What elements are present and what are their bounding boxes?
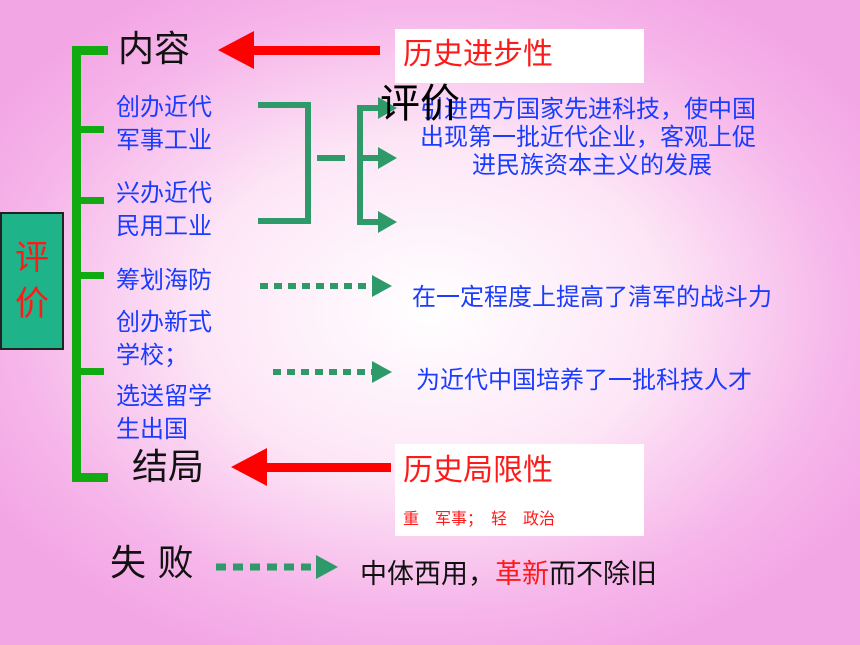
industry-result-line: 出现第一批近代企业，客观上促 (420, 123, 756, 151)
content-heading: 内容 (118, 29, 191, 70)
progress-title: 历史进步性 (403, 37, 553, 72)
dotted-arrow-defense (260, 275, 392, 297)
list-item-new-schools: 创办新式 学校； (116, 308, 212, 369)
limit-box: 历史局限性 重 军事； 轻 政治 (395, 444, 644, 536)
outcome-heading: 结局 (132, 447, 205, 488)
education-result: 为近代中国培养了一批科技人才 (416, 366, 752, 394)
list-item-civil-industry: 兴办近代 民用工业 (116, 179, 212, 240)
side-label-char: 评 (15, 238, 49, 278)
side-label-char: 价 (15, 284, 49, 324)
list-item-study-abroad: 选送留学 生出国 (116, 382, 212, 443)
list-item-military-industry: 创办近代 军事工业 (116, 93, 212, 154)
failure-text: 中体西用，革新而不除旧 (360, 559, 657, 590)
main-bracket (72, 46, 108, 482)
red-arrow-progress (218, 31, 380, 69)
progress-box: 历史进步性 (395, 29, 644, 83)
evaluation-side-label: 评 价 (0, 212, 64, 350)
industry-arrowheads (378, 97, 397, 233)
limit-note: 重 军事； 轻 政治 (403, 509, 556, 528)
industry-result-line: 进民族资本主义的发展 (472, 151, 712, 179)
overlay-evaluation-word: 评价 (380, 81, 460, 127)
red-arrow-limit (231, 448, 391, 486)
failure-highlight: 革新 (495, 559, 549, 590)
industry-connector (258, 102, 380, 225)
defense-result: 在一定程度上提高了清军的战斗力 (412, 283, 772, 311)
dotted-arrow-education (273, 361, 392, 383)
list-item-coastal-defense: 筹划海防 (116, 266, 212, 294)
limit-title: 历史局限性 (403, 453, 553, 488)
dotted-arrow-failure (216, 555, 338, 579)
failure-heading: 失 败 (110, 543, 194, 584)
industry-result-line: 引进西方国家先进科技，使中国 (420, 95, 756, 123)
